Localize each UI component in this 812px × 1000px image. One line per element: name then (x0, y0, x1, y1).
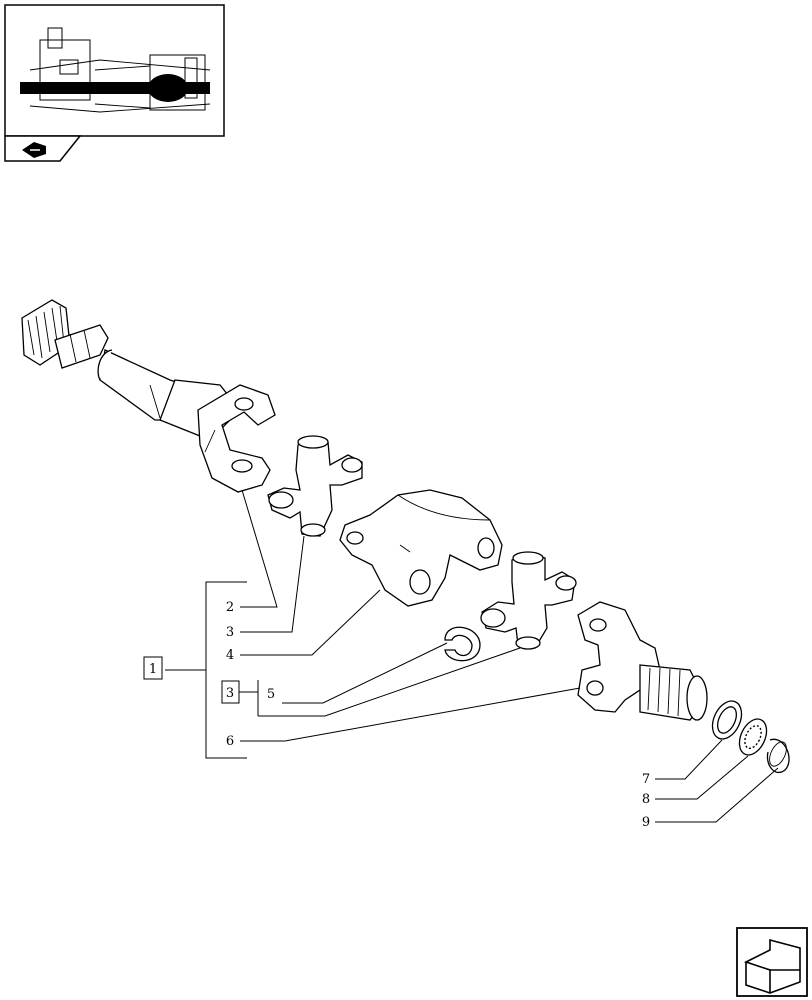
callout-1[interactable]: 1 (149, 662, 157, 677)
drive-shaft-parts (21, 299, 790, 774)
callout-8[interactable]: 8 (642, 792, 650, 807)
arrow-left-icon[interactable] (22, 142, 46, 158)
callout-5[interactable]: 5 (267, 687, 275, 702)
circlip-9 (766, 738, 790, 774)
yoke-part-2 (197, 384, 276, 493)
callout-4[interactable]: 4 (226, 648, 234, 663)
callout-kit-3[interactable]: 3 (226, 686, 234, 701)
center-yoke-housing (339, 489, 503, 607)
assembly-thumbnail[interactable] (4, 4, 225, 162)
washer-7 (711, 700, 743, 740)
lock-washer-8 (738, 718, 768, 756)
cross-spider-right (480, 551, 577, 650)
leader-lines (165, 489, 779, 823)
callout-labels: 1 3 2 3 4 5 6 7 8 9 (143, 600, 650, 830)
snap-ring-5 (444, 626, 481, 662)
callout-7[interactable]: 7 (642, 772, 650, 787)
kit-callout-box (221, 680, 240, 704)
cross-spider-left (267, 435, 363, 537)
arrow-next-icon (743, 938, 801, 994)
next-page-button[interactable] (736, 927, 808, 997)
assembly-callout-box (143, 656, 163, 680)
callout-2[interactable]: 2 (226, 600, 234, 615)
callout-6[interactable]: 6 (226, 734, 234, 749)
callout-9[interactable]: 9 (642, 815, 650, 830)
callout-3[interactable]: 3 (226, 625, 234, 640)
yoke-part-6 (577, 601, 708, 721)
thumbnail-axle-drawing (20, 27, 211, 113)
